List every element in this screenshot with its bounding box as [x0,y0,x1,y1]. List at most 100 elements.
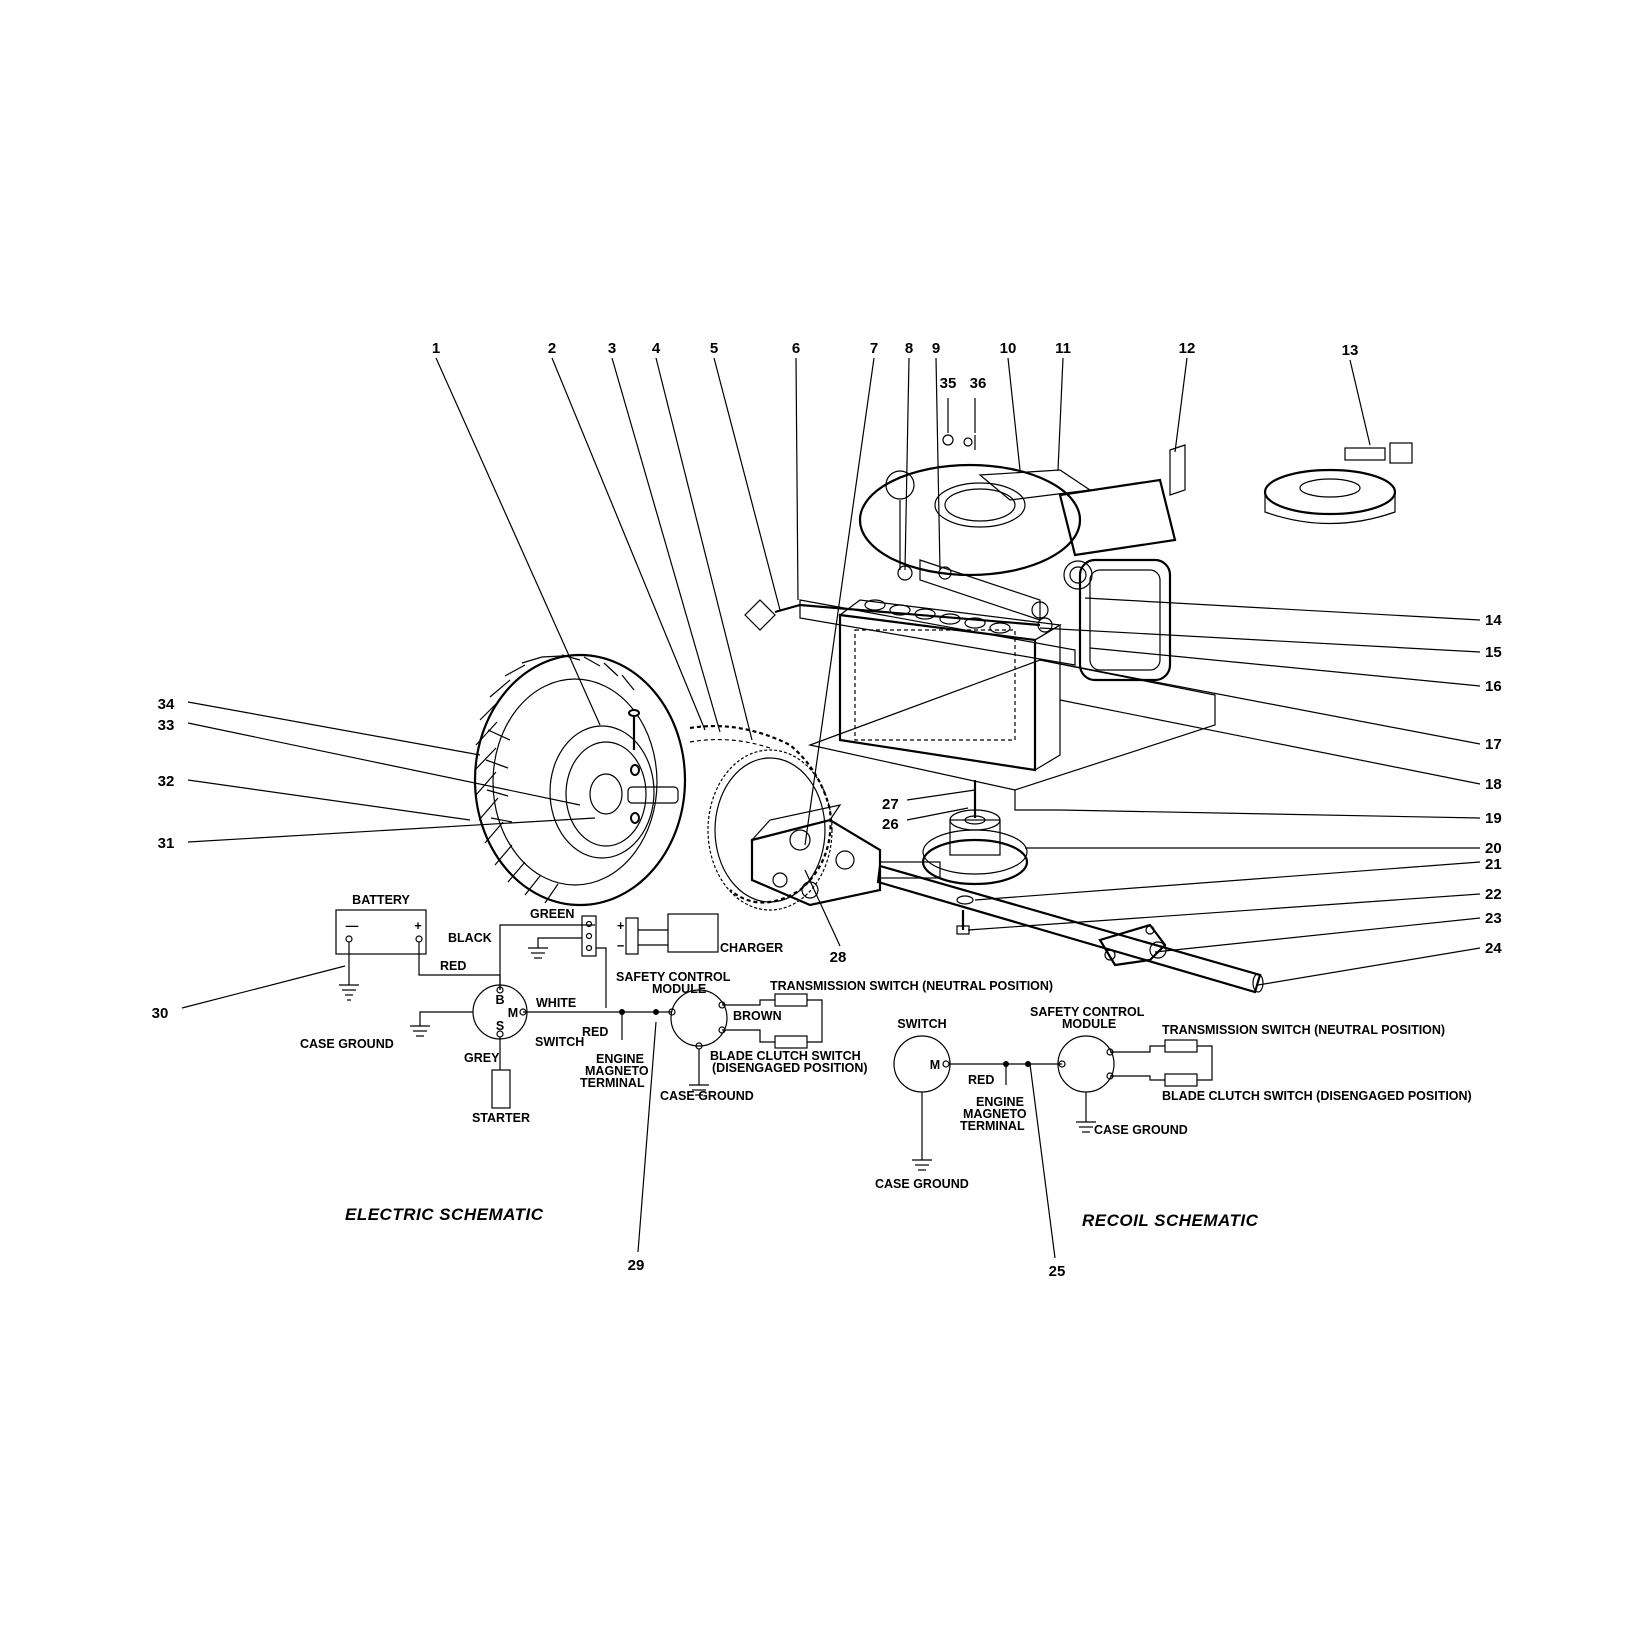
pulley-bolt [956,895,974,935]
callout-3: 3 [608,340,616,357]
callout-11: 11 [1055,340,1071,357]
case-ground-label-2: CASE GROUND [660,1089,754,1103]
recoil-safety-control-label: SAFETY CONTROL [1030,1005,1145,1019]
callout-27: 27 [882,796,899,813]
drive-pulley [921,780,1029,886]
recoil-red-label: RED [968,1073,994,1087]
callout-17: 17 [1485,736,1502,753]
battery-minus: — [346,919,359,933]
charger-plus: + [617,919,624,933]
bearing-bracket [1098,923,1167,967]
callout-1: 1 [432,340,440,357]
callout-20: 20 [1485,840,1502,857]
transaxle [750,804,941,907]
callout-21: 21 [1485,856,1502,873]
recoil-schematic: SWITCH M CASE GROUND RED ENGINE MAGNETO … [875,1005,1472,1230]
disengaged-label: (DISENGAGED POSITION) [712,1061,868,1075]
battery-plus: + [414,919,421,933]
callout-13: 13 [1342,342,1359,359]
callout-23: 23 [1485,910,1502,927]
magneto-label: MAGNETO [585,1064,649,1078]
callout-34: 34 [158,696,175,713]
leader-lines [181,357,1481,1259]
callout-9: 9 [932,340,940,357]
recoil-module-label: MODULE [1062,1017,1116,1031]
terminal-m: M [508,1006,518,1020]
callout-25: 25 [1049,1263,1066,1280]
callout-26: 26 [882,816,899,833]
safety-module-symbol [670,989,728,1047]
callout-24: 24 [1485,940,1502,957]
recoil-safety-module-symbol [1057,1035,1115,1093]
battery-symbol [335,909,427,955]
callout-28: 28 [830,949,847,966]
battery-label: BATTERY [352,893,410,907]
callout-30: 30 [152,1005,169,1022]
charger-minus: − [617,939,624,953]
battery [799,599,1076,772]
battery-cable [744,599,1041,631]
black-wire-label: BLACK [448,931,492,945]
recoil-case-ground-label-1: CASE GROUND [875,1177,969,1191]
recoil-switch-label: SWITCH [897,1017,946,1031]
recoil-magneto-label: MAGNETO [963,1107,1027,1121]
terminal-s: S [496,1019,504,1033]
engine-label: ENGINE [596,1052,644,1066]
battery-tray [807,659,1216,811]
terminal-b: B [495,993,504,1007]
recoil-engine-label: ENGINE [976,1095,1024,1109]
recoil-transmission-switch-symbol [1164,1039,1198,1053]
callout-16: 16 [1485,678,1502,695]
green-wire-label: GREEN [530,907,574,921]
callout-8: 8 [905,340,913,357]
white-wire-label: WHITE [536,996,576,1010]
callout-19: 19 [1485,810,1502,827]
blade-clutch-switch-label: BLADE CLUTCH SWITCH [710,1049,861,1063]
recoil-switch-symbol [893,1035,951,1093]
red-wire-label-2: RED [582,1025,608,1039]
drive-chain [689,724,832,904]
blade-clutch-switch-symbol [774,1035,808,1049]
callout-22: 22 [1485,886,1502,903]
callout-2: 2 [548,340,556,357]
rear-tire [473,653,687,907]
recoil-case-ground-label-2: CASE GROUND [1094,1123,1188,1137]
sprocket [707,749,833,911]
grey-wire-label: GREY [464,1051,500,1065]
rear-axle [876,864,1264,994]
recoil-transmission-switch-label: TRANSMISSION SWITCH (NEUTRAL POSITION) [1162,1023,1445,1037]
red-wire-label: RED [440,959,466,973]
safety-control-label: SAFETY CONTROL [616,970,731,984]
charger-symbol [667,913,719,953]
recoil-schematic-title: RECOIL SCHEMATIC [1082,1211,1259,1230]
recoil-terminal-m: M [930,1058,940,1072]
switch-label: SWITCH [535,1035,584,1049]
engine [858,444,1186,682]
callout-12: 12 [1179,340,1196,357]
callout-31: 31 [158,835,175,852]
callout-18: 18 [1485,776,1502,793]
callout-29: 29 [628,1257,645,1274]
callout-6: 6 [792,340,800,357]
transmission-switch-label: TRANSMISSION SWITCH (NEUTRAL POSITION) [770,979,1053,993]
electric-schematic-title: ELECTRIC SCHEMATIC [345,1205,544,1224]
starter-label: STARTER [472,1111,530,1125]
module-label: MODULE [652,982,706,996]
fastener-35-36 [942,398,976,450]
callout-14: 14 [1485,612,1502,629]
callout-33: 33 [158,717,175,734]
recoil-blade-clutch-switch-label: BLADE CLUTCH SWITCH (DISENGAGED POSITION… [1162,1089,1472,1103]
callout-4: 4 [652,340,661,357]
callout-numbers: 1 2 3 4 5 6 7 8 9 10 11 12 13 35 36 14 1… [152,340,1503,1280]
transmission-switch-symbol [774,993,808,1007]
starter-symbol [491,1069,511,1109]
case-ground-label-1: CASE GROUND [300,1037,394,1051]
callout-10: 10 [1000,340,1017,357]
recoil-terminal-label: TERMINAL [960,1119,1025,1133]
callout-36: 36 [970,375,987,392]
brown-wire-label: BROWN [733,1009,782,1023]
callout-35: 35 [940,375,957,392]
terminal-label: TERMINAL [580,1076,645,1090]
